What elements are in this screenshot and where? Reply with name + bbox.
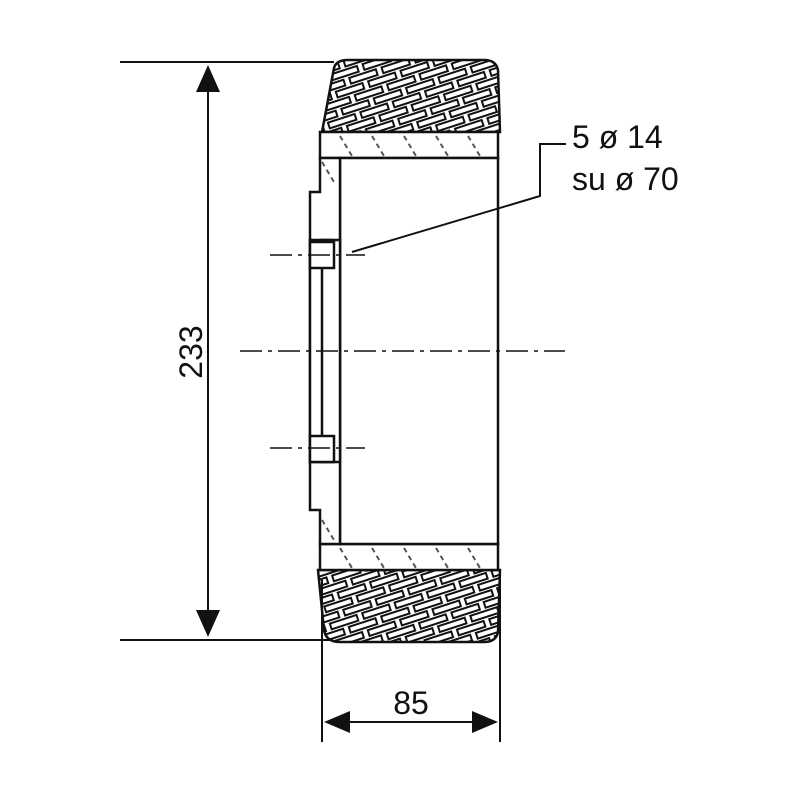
arrow-up-icon	[196, 65, 220, 92]
diameter-label: 233	[173, 325, 209, 378]
rim-hatching	[321, 135, 481, 569]
arrow-left-icon	[324, 711, 350, 733]
diameter-extension-lines	[120, 61, 334, 641]
width-dimension: 85	[324, 685, 498, 733]
tread-top	[320, 58, 502, 134]
width-label: 85	[393, 685, 429, 721]
diameter-dimension: 233	[173, 65, 220, 637]
bolt-note-line1: 5 ø 14	[572, 119, 663, 155]
bolt-note-line2: su ø 70	[572, 161, 679, 197]
tread-bottom	[316, 568, 502, 644]
arrow-right-icon	[472, 711, 498, 733]
bolt-leader	[351, 143, 566, 253]
arrow-down-icon	[196, 610, 220, 637]
width-extension-lines	[321, 580, 501, 742]
centerlines	[240, 254, 565, 449]
